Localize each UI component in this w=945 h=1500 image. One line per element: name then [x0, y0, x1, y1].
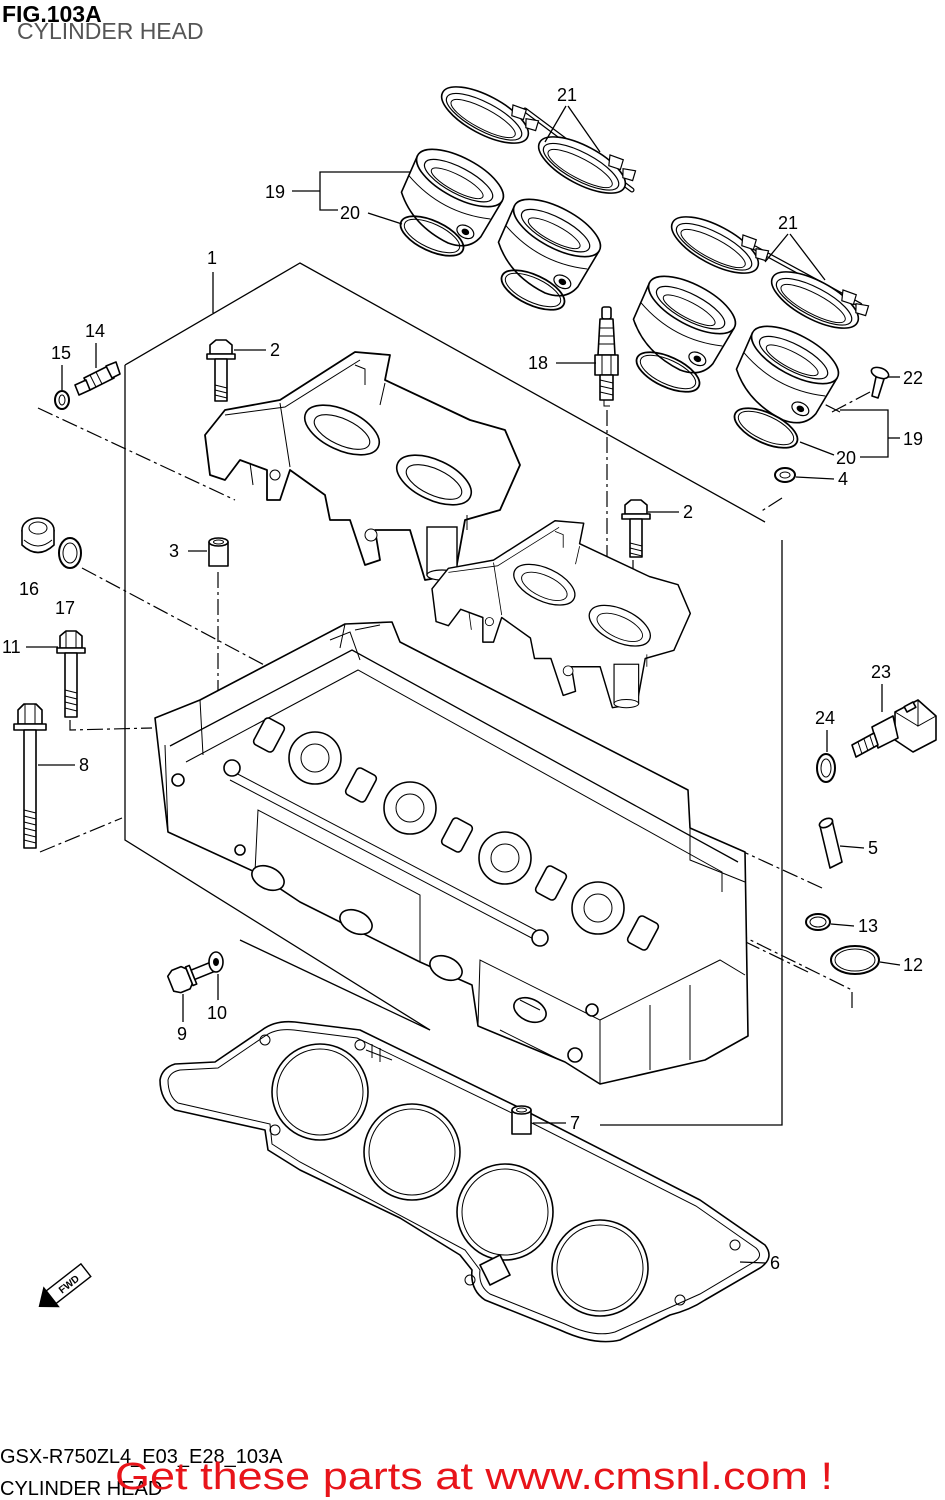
bolt-part-11 — [56, 630, 86, 718]
intake-rubber — [722, 314, 848, 434]
forward-arrow: FWD — [38, 1262, 92, 1308]
plug-part-16 — [21, 517, 55, 554]
bolt-part-2-left — [206, 339, 236, 402]
intake-clamp-band — [662, 200, 773, 287]
callout: 7 — [570, 1113, 580, 1133]
callout: 9 — [177, 1024, 187, 1044]
callout: 19 — [265, 182, 285, 202]
washer-part-10 — [208, 951, 224, 973]
washer-part-15 — [54, 390, 70, 410]
callout: 20 — [836, 448, 856, 468]
footer-caption: CYLINDER HEAD — [0, 1478, 162, 1500]
temp-sensor-part-23 — [851, 699, 937, 758]
screw-part-22 — [870, 366, 890, 399]
promo-banner: Get these parts at www.cmsnl.com ! — [115, 1456, 833, 1498]
bolt-part-2-right — [621, 499, 651, 558]
callouts: 21 19 20 21 1 14 15 2 18 22 19 20 4 2 3 … — [2, 85, 923, 1273]
dowel-part-3 — [208, 537, 229, 567]
callout: 2 — [683, 502, 693, 522]
callout: 19 — [903, 429, 923, 449]
washer-part-24 — [816, 753, 836, 783]
intake-rubber — [484, 187, 610, 307]
callout: 5 — [868, 838, 878, 858]
callout: 21 — [778, 213, 798, 233]
intake-group-left — [387, 70, 640, 319]
dowel-part-7 — [511, 1105, 532, 1135]
callout: 13 — [858, 916, 878, 936]
washer-part-4 — [774, 467, 796, 483]
camshaft-housing-left — [204, 351, 521, 581]
callout: 6 — [770, 1253, 780, 1273]
fitting-part-14 — [74, 361, 121, 396]
washer-part-17 — [58, 537, 82, 569]
figure-subtitle: CYLINDER HEAD — [17, 18, 204, 44]
callout: 14 — [85, 321, 105, 341]
figure-title: FIG.103A — [2, 1, 102, 27]
intake-clamp-band — [529, 120, 640, 207]
spark-plug-part-18 — [594, 306, 619, 407]
o-ring-part-13 — [805, 913, 831, 931]
callout: 3 — [169, 541, 179, 561]
callout: 1 — [207, 248, 217, 268]
leader-lines — [26, 105, 901, 1264]
pin-part-5 — [818, 817, 843, 869]
callout: 21 — [557, 85, 577, 105]
head-gasket — [159, 1020, 770, 1343]
callout: 11 — [2, 637, 21, 657]
bolt-part-9 — [166, 960, 218, 994]
intake-group-right — [619, 200, 873, 457]
intake-rubber — [387, 137, 513, 257]
callout: 23 — [871, 662, 891, 682]
callout: 17 — [55, 598, 75, 618]
callout: 15 — [51, 343, 71, 363]
callout: 16 — [19, 579, 39, 599]
callout: 4 — [838, 469, 848, 489]
callout: 8 — [79, 755, 89, 775]
o-ring-part-12 — [830, 945, 880, 975]
cylinder-head — [154, 621, 749, 1085]
bolt-part-8 — [13, 703, 47, 849]
callout: 2 — [270, 340, 280, 360]
callout: 18 — [528, 353, 548, 373]
callout: 12 — [903, 955, 923, 975]
callout: 20 — [340, 203, 360, 223]
callout: 24 — [815, 708, 835, 728]
callout: 22 — [903, 368, 923, 388]
callout: 10 — [207, 1003, 227, 1023]
assembly-frame — [124, 262, 783, 1126]
model-code: GSX-R750ZL4_E03_E28_103A — [0, 1446, 283, 1468]
